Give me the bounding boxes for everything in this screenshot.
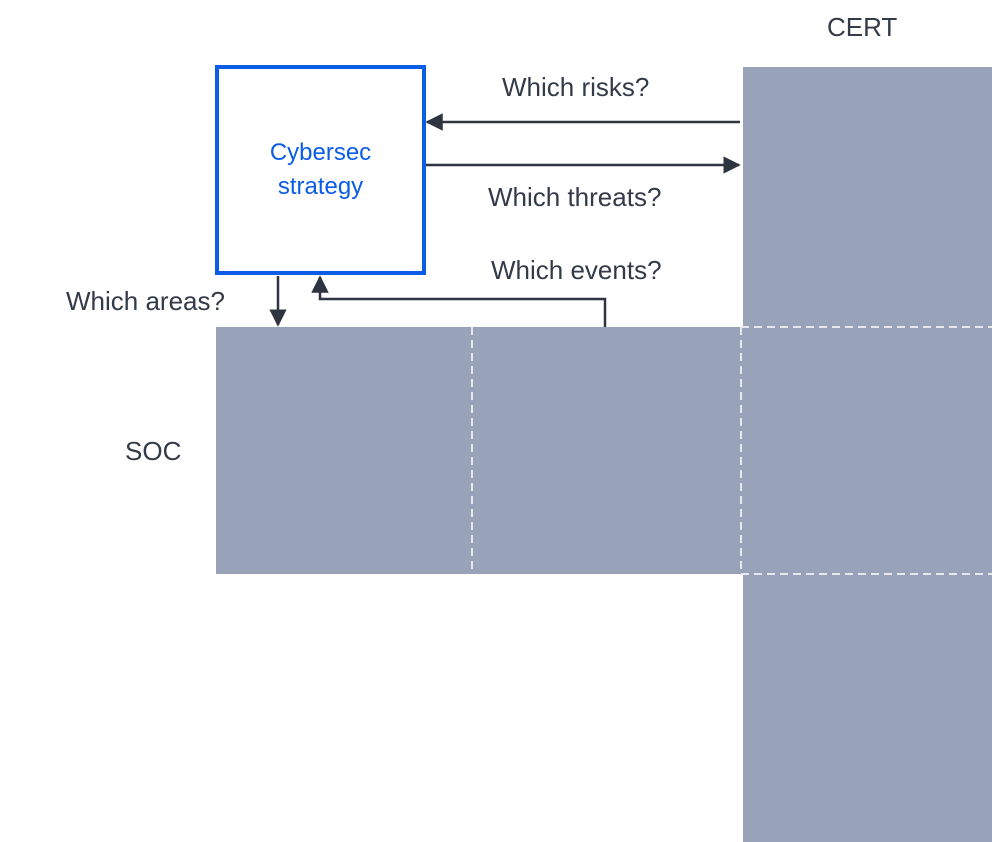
- which-risks-label: Which risks?: [502, 72, 650, 102]
- soc-row-block: [216, 327, 743, 574]
- which-events-label: Which events?: [491, 255, 662, 285]
- cert-label: CERT: [827, 12, 898, 42]
- which-areas-label: Which areas?: [66, 286, 225, 316]
- strategy-label-line2: strategy: [277, 173, 364, 200]
- soc-label: SOC: [125, 436, 182, 466]
- which-threats-label: Which threats?: [488, 182, 662, 212]
- cybersec-strategy-label: Cybersec strategy: [226, 136, 416, 204]
- cert-column-block: [743, 67, 992, 842]
- strategy-label-line1: Cybersec: [269, 139, 372, 166]
- cybersec-strategy-box: Cybersec strategy: [215, 65, 426, 275]
- arrow-which-events: [311, 275, 607, 327]
